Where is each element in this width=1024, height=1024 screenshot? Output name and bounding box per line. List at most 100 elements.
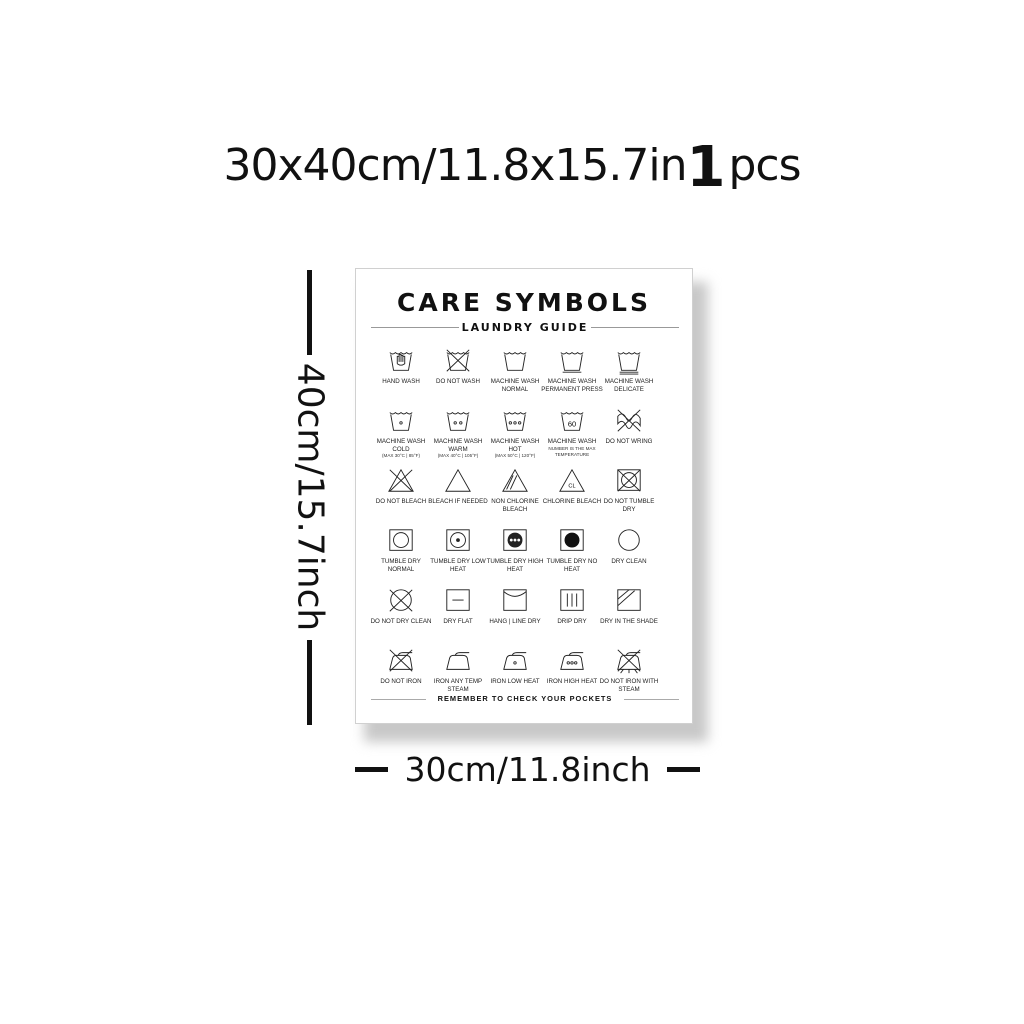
symbol-label: HAND WASH [382,378,420,385]
care-symbol: HAND WASH [370,347,432,386]
size-text: 30x40cm/11.8x15.7in [223,140,688,191]
dry-flat-icon [446,589,470,611]
symbol-label: DO NOT IRON [380,678,422,685]
care-symbol: DRY IN THE SHADE [598,587,660,626]
symbol-label: MACHINE WASH COLD [376,438,426,453]
care-symbol: DO NOT DRY CLEAN [370,587,432,626]
symbol-label: TUMBLE DRY NORMAL [381,558,421,573]
care-symbol: DO NOT BLEACH [370,467,432,506]
care-symbol: TUMBLE DRY NO HEAT [541,527,603,573]
symbol-label: DO NOT TUMBLE DRY [603,498,655,513]
care-symbol: HANG | LINE DRY [484,587,546,626]
symbol-label: TUMBLE DRY HIGH HEAT [486,558,544,573]
height-bar-top [307,270,312,355]
care-symbol: TUMBLE DRY HIGH HEAT [484,527,546,573]
chlorine-mark: CL [568,484,575,490]
symbol-label: MACHINE WASH HOT [490,438,540,453]
divider [371,327,459,328]
symbol-label: DO NOT BLEACH [375,498,427,505]
poster-subtitle: LAUNDRY GUIDE [461,321,589,334]
care-symbol: DRIP DRY [541,587,603,626]
quantity-number: 1 [686,135,725,200]
iron-any-temp-icon [446,652,470,670]
symbol-label: NON CHLORINE BLEACH [491,498,539,513]
temperature-number: 60 [568,420,576,429]
quantity-unit: pcs [728,140,801,191]
symbol-label: DRY CLEAN [611,558,647,565]
do-not-iron-icon [389,649,413,672]
care-symbol: MACHINE WASH WARM(MAX 40°C | 105°F) [427,407,489,459]
care-symbol: MACHINE WASH PERMANENT PRESS [541,347,603,393]
care-symbol: IRON ANY TEMP STEAM [427,647,489,693]
machine-wash-hot-icon [503,411,527,431]
care-symbol: IRON LOW HEAT [484,647,546,686]
dry-clean-icon [618,529,640,551]
divider [591,327,679,328]
care-symbol: BLEACH IF NEEDED [427,467,489,506]
symbol-label: BLEACH IF NEEDED [428,498,488,505]
care-symbol: MACHINE WASH DELICATE [598,347,660,393]
do-not-dry-clean-icon [389,589,413,612]
machine-wash-warm-icon [446,411,470,431]
height-bar-bottom [307,640,312,725]
machine-wash-normal-icon [503,351,527,371]
symbol-label: IRON ANY TEMP STEAM [433,678,483,693]
care-symbol: DO NOT WASH [427,347,489,386]
do-not-iron-steam-icon [617,649,641,674]
width-bar-right [667,767,700,772]
symbol-note: (MAX 50°C | 120°F) [494,453,536,458]
width-dimension: 30cm/11.8inch [355,750,700,790]
care-symbol: TUMBLE DRY LOW HEAT [427,527,489,573]
care-symbol: MACHINE WASH NORMAL [484,347,546,393]
care-symbol: DRY FLAT [427,587,489,626]
care-symbol: DRY CLEAN [598,527,660,566]
care-symbol: DO NOT WRING [598,407,660,446]
tumble-dry-normal-icon [389,529,413,551]
symbol-label: TUMBLE DRY LOW HEAT [430,558,486,573]
width-label: 30cm/11.8inch [404,750,651,789]
care-symbol: IRON HIGH HEAT [541,647,603,686]
divider [371,699,426,700]
drip-dry-icon [560,589,584,611]
bleach-icon [445,468,471,492]
hang-line-dry-icon [503,589,527,611]
poster-title: CARE SYMBOLS [397,288,651,317]
symbol-label: DO NOT IRON WITH STEAM [599,678,659,693]
symbol-label: DO NOT WRING [605,438,653,445]
symbol-note: NUMBER IS THE MAX TEMPERATURE [548,445,596,457]
tumble-dry-low-heat-icon [446,529,470,551]
symbol-label: IRON HIGH HEAT [546,678,598,685]
iron-high-heat-icon [560,652,584,670]
symbol-label: MACHINE WASH DELICATE [604,378,654,393]
symbol-row: MACHINE WASH COLD(MAX 30°C | 85°F) MACHIN… [377,407,678,467]
symbol-label: MACHINE WASH [547,438,597,445]
care-symbol: DO NOT TUMBLE DRY [598,467,660,513]
symbol-note: (MAX 30°C | 85°F) [381,453,421,458]
symbol-label: DRY IN THE SHADE [600,618,658,625]
poster-footer: REMEMBER TO CHECK YOUR POCKETS [371,694,679,704]
symbol-label: IRON LOW HEAT [490,678,540,685]
symbol-label: TUMBLE DRY NO HEAT [546,558,598,573]
symbol-label: DO NOT DRY CLEAN [370,618,432,625]
symbol-label: MACHINE WASH WARM [433,438,483,453]
iron-low-heat-icon [503,652,527,670]
symbol-label: DRY FLAT [443,618,473,625]
symbol-note: (MAX 40°C | 105°F) [437,453,479,458]
care-symbol: NON CHLORINE BLEACH [484,467,546,513]
footer-text: REMEMBER TO CHECK YOUR POCKETS [437,694,613,703]
care-symbol: MACHINE WASH COLD(MAX 30°C | 85°F) [370,407,432,459]
tumble-dry-high-heat-icon [503,529,527,551]
dry-in-shade-icon [617,589,641,611]
width-bar-left [355,767,388,772]
height-label: 40cm/15.7inch [289,362,331,632]
symbol-row: DO NOT IRON IRON ANY TEMP STEAM IRON LOW H… [378,647,678,707]
product-size-headline: 30x40cm/11.8x15.7in1pcs [0,135,1024,200]
tumble-dry-no-heat-icon [560,529,584,551]
